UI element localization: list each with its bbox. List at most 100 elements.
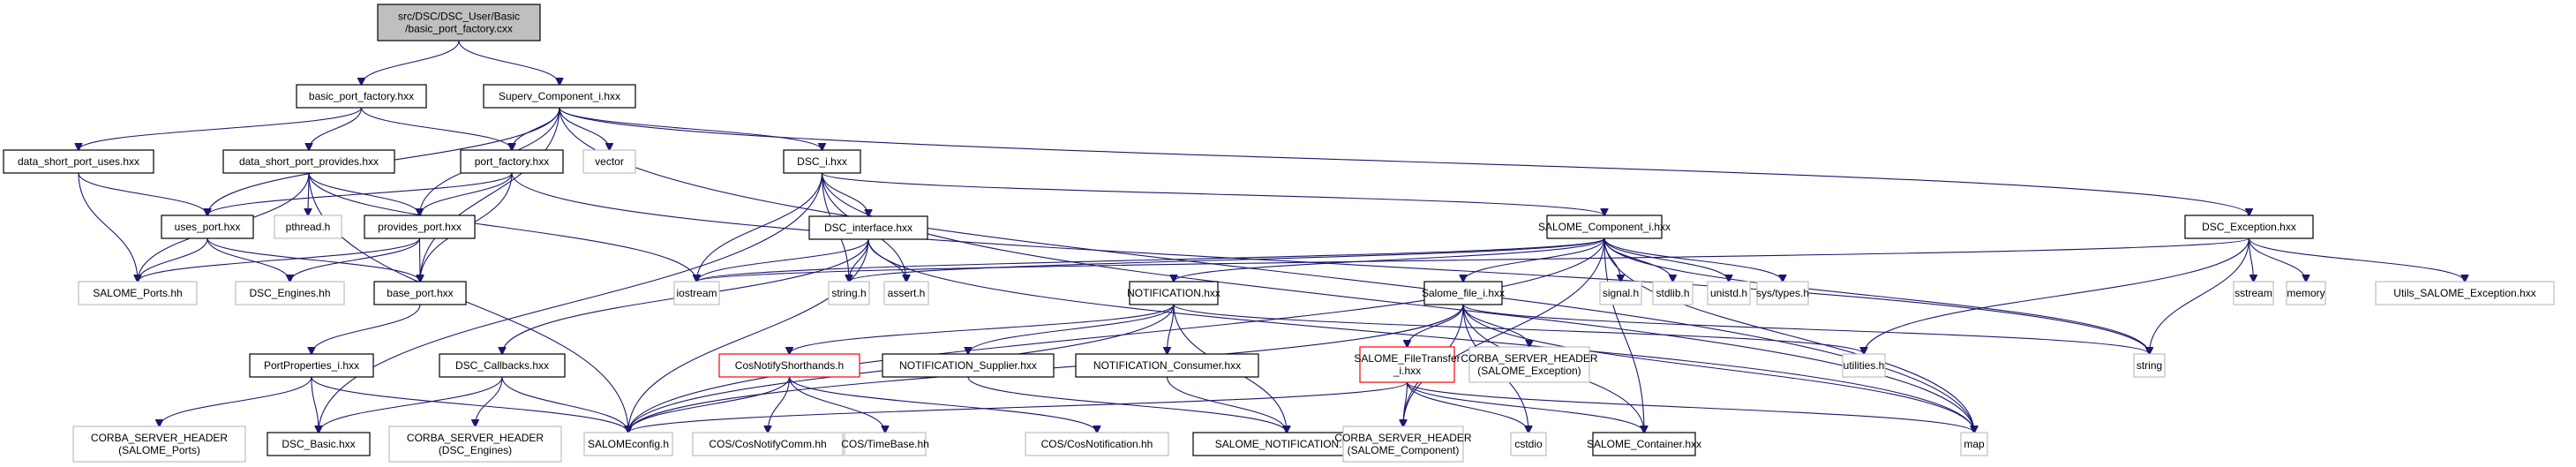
node-utils_salome_exception: Utils_SALOME_Exception.hxx xyxy=(2375,281,2555,305)
node-box xyxy=(1423,281,1503,305)
node-assert_h: assert.h xyxy=(883,281,929,305)
node-dsc_basic[interactable]: DSC_Basic.hxx xyxy=(267,432,371,456)
node-label: iostream xyxy=(676,287,717,299)
node-notification_hxx[interactable]: NOTIFICATION.hxx xyxy=(1127,281,1220,305)
edge-salome_component_i-to-unistd_h xyxy=(1603,237,1729,282)
edge-base_port-to-portproperties_i xyxy=(312,304,421,354)
node-map: map xyxy=(1960,432,1988,456)
edge-dsc_interface-to-map xyxy=(867,238,1974,433)
node-label: (SALOME_Ports) xyxy=(118,444,200,456)
node-notification_supplier[interactable]: NOTIFICATION_Supplier.hxx xyxy=(882,353,1055,378)
node-label: assert.h xyxy=(888,287,926,299)
edge-salome_component_i-to-notification_hxx xyxy=(1174,237,1605,282)
node-data_short_port_uses[interactable]: data_short_port_uses.hxx xyxy=(3,149,154,174)
edge-notification_hxx-to-notification_supplier xyxy=(968,304,1175,354)
node-sstream: sstream xyxy=(2233,281,2274,305)
node-box xyxy=(1025,432,1169,456)
edge-root-to-superv_component_i xyxy=(458,40,560,85)
node-cos_cosnotifycomm: COS/CosNotifyComm.hh xyxy=(692,432,844,456)
node-portproperties_i[interactable]: PortProperties_i.hxx xyxy=(249,353,374,378)
node-salome_filetransfer_i[interactable]: SALOME_FileTransfer_i.hxx xyxy=(1354,346,1461,383)
edge-basic_port_factory_hxx-to-port_factory xyxy=(360,107,513,150)
node-superv_component_i[interactable]: Superv_Component_i.hxx xyxy=(483,84,636,109)
edge-dsc_exception-to-utils_salome_exception xyxy=(2248,237,2466,282)
node-provides_port[interactable]: provides_port.hxx xyxy=(364,215,476,239)
edge-provides_port-to-dsc_engines_hh xyxy=(290,237,421,282)
node-sys_types_h: sys/types.h xyxy=(1756,281,1809,305)
node-box xyxy=(844,432,927,456)
node-label: _i.hxx xyxy=(1393,365,1421,377)
node-box xyxy=(1707,281,1751,305)
node-box xyxy=(460,149,564,174)
node-label: DSC_Engines.hh xyxy=(249,287,330,299)
node-cstdio: cstdio xyxy=(1510,432,1547,456)
node-data_short_port_provides[interactable]: data_short_port_provides.hxx xyxy=(222,149,395,174)
node-box xyxy=(2375,281,2555,305)
edge-cosnotifyshorthands-to-cos_cosnotifycomm xyxy=(768,376,791,433)
node-salome_component_i[interactable]: SALOME_Component_i.hxx xyxy=(1538,215,1671,239)
node-label: CosNotifyShorthands.h xyxy=(735,359,844,372)
node-label: Salome_file_i.hxx xyxy=(1422,287,1505,299)
edge-notification_hxx-to-notification_consumer xyxy=(1168,304,1175,354)
edge-dsc_exception-to-iostream xyxy=(697,237,2250,282)
node-cos_timebase: COS/TimeBase.hh xyxy=(841,432,929,456)
node-box xyxy=(373,281,467,305)
node-box xyxy=(1592,432,1696,456)
node-label: map xyxy=(1964,438,1985,450)
edge-salome_component_i-to-iostream xyxy=(697,237,1605,282)
node-salome_file_i[interactable]: Salome_file_i.hxx xyxy=(1422,281,1505,305)
node-dsc_callbacks[interactable]: DSC_Callbacks.hxx xyxy=(439,353,566,378)
node-notification_consumer[interactable]: NOTIFICATION_Consumer.hxx xyxy=(1075,353,1259,378)
node-salome_container[interactable]: SALOME_Container.hxx xyxy=(1587,432,1701,456)
node-root[interactable]: src/DSC/DSC_User/Basic/basic_port_factor… xyxy=(377,4,541,41)
edge-salome_component_i-to-map xyxy=(1603,237,1974,433)
node-label: NOTIFICATION.hxx xyxy=(1127,287,1220,299)
node-label: memory xyxy=(2287,287,2324,299)
node-label: src/DSC/DSC_User/Basic xyxy=(398,11,520,23)
node-label: provides_port.hxx xyxy=(378,221,462,233)
edge-uses_port-to-base_port xyxy=(207,237,420,282)
node-salome_ports_hh: SALOME_Ports.hh xyxy=(78,281,198,305)
node-utilities_h: utilities.h xyxy=(1842,353,1886,378)
node-label: SALOME_Container.hxx xyxy=(1587,438,1701,450)
node-box xyxy=(2233,281,2274,305)
edge-dsc_exception-to-memory xyxy=(2248,237,2307,282)
edge-superv_component_i-to-dsc_exception xyxy=(559,107,2249,215)
edge-cosnotifyshorthands-to-cos_timebase xyxy=(788,376,886,433)
node-label: base_port.hxx xyxy=(387,287,453,299)
node-cosnotifyshorthands[interactable]: CosNotifyShorthands.h xyxy=(718,353,860,378)
node-base_port[interactable]: base_port.hxx xyxy=(373,281,467,305)
node-dsc_interface[interactable]: DSC_interface.hxx xyxy=(808,215,928,240)
edge-portproperties_i-to-dsc_basic xyxy=(311,376,319,433)
edge-superv_component_i-to-map xyxy=(559,107,1974,433)
node-uses_port[interactable]: uses_port.hxx xyxy=(161,215,254,239)
node-label: SALOMEconfig.h xyxy=(588,438,669,450)
node-port_factory[interactable]: port_factory.hxx xyxy=(460,149,564,174)
node-dsc_i[interactable]: DSC_i.hxx xyxy=(783,149,861,174)
node-dsc_exception[interactable]: DSC_Exception.hxx xyxy=(2184,215,2314,239)
node-label: DSC_Callbacks.hxx xyxy=(455,359,549,372)
edge-data_short_port_provides-to-iostream xyxy=(308,172,697,282)
node-label: DSC_i.hxx xyxy=(797,155,847,168)
node-label: SALOME_Component_i.hxx xyxy=(1538,221,1671,233)
node-box xyxy=(1960,432,1988,456)
node-box xyxy=(78,281,198,305)
edge-provides_port-to-base_port xyxy=(420,237,421,282)
edge-dsc_i-to-iostream xyxy=(697,172,823,282)
node-label: stdlib.h xyxy=(1656,287,1689,299)
node-label: CORBA_SERVER_HEADER xyxy=(1461,352,1597,365)
edge-dsc_interface-to-iostream xyxy=(697,238,869,282)
edge-dsc_exception-to-string xyxy=(2150,237,2250,354)
node-box xyxy=(1599,281,1642,305)
node-box xyxy=(582,149,636,174)
node-box xyxy=(1510,432,1547,456)
edge-dsc_i-to-dsc_basic xyxy=(319,172,823,433)
node-basic_port_factory_hxx[interactable]: basic_port_factory.hxx xyxy=(296,84,427,109)
edge-data_short_port_uses-to-uses_port xyxy=(78,172,207,215)
edge-port_factory-to-provides_port xyxy=(420,172,513,215)
edge-salome_file_i-to-string xyxy=(1462,304,2150,354)
node-box xyxy=(783,149,861,174)
node-box xyxy=(235,281,345,305)
edge-dsc_callbacks-to-corba_dsc_engines xyxy=(476,376,503,426)
nodes-layer: src/DSC/DSC_User/Basic/basic_port_factor… xyxy=(3,4,2555,463)
